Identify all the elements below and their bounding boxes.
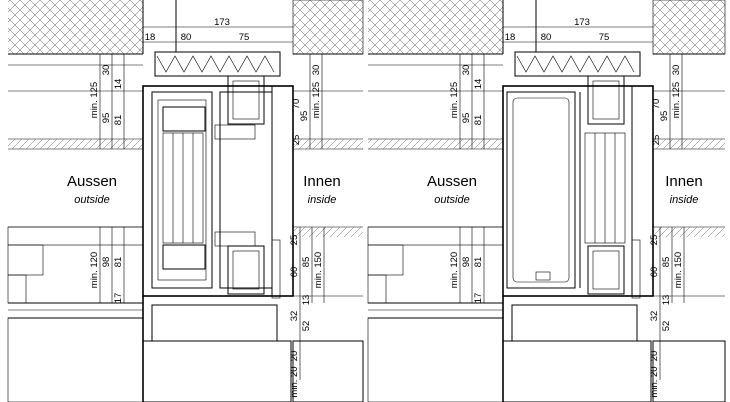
dim-label-bl-98: 98 <box>101 257 112 268</box>
dim-label-left-14: 14 <box>113 79 124 90</box>
dim-label-bl-17: 17 <box>473 293 484 304</box>
dim-label-right-25: 25 <box>651 135 662 146</box>
dim-label-top-18: 18 <box>505 32 516 43</box>
dim-label-left-min125: min. 125 <box>449 82 460 118</box>
dim-label-br-25: 25 <box>289 235 300 246</box>
outside-label: Aussen <box>67 173 117 190</box>
dim-label-br-20: 20 <box>289 351 300 362</box>
top-profile <box>227 75 265 125</box>
inside-label-en: inside <box>308 194 337 206</box>
dim-label-br-min20: min. 20 <box>649 366 660 397</box>
dim-label-left-30: 30 <box>461 65 472 76</box>
dim-label-bl-98: 98 <box>461 257 472 268</box>
foundation <box>142 340 292 402</box>
outside-label-2: Aussen <box>427 173 477 190</box>
window-frame-2 <box>502 85 654 297</box>
dim-label-right-min125: min. 125 <box>311 82 322 118</box>
outside-label-en: outside <box>74 194 109 206</box>
dim-label-left-30: 30 <box>101 65 112 76</box>
outside-floor <box>7 317 144 402</box>
dimension-lines <box>99 26 685 380</box>
inside-label-en-2: inside <box>670 194 699 206</box>
threshold <box>151 304 278 342</box>
dim-label-br-13: 13 <box>661 295 672 306</box>
dim-label-bl-min120: min. 120 <box>89 252 100 288</box>
dim-label-br-min150: min. 150 <box>313 252 324 288</box>
dim-label-left-81: 81 <box>113 115 124 126</box>
outside-label-en-2: outside <box>434 194 469 206</box>
dim-label-br-13: 13 <box>301 295 312 306</box>
dim-label-br-52: 52 <box>301 321 312 332</box>
dim-label-br-85: 85 <box>661 257 672 268</box>
inside-label: Innen <box>303 173 341 190</box>
sash-open <box>506 91 576 289</box>
inside-label-2: Innen <box>665 173 703 190</box>
section-right: Aussen outside Innen inside <box>367 0 726 402</box>
dim-label-br-min150: min. 150 <box>673 252 684 288</box>
dim-label-bl-81: 81 <box>113 257 124 268</box>
dim-label-bl-17: 17 <box>113 293 124 304</box>
dim-label-br-32: 32 <box>289 311 300 322</box>
dim-label-br-85: 85 <box>301 257 312 268</box>
dim-label-left-81: 81 <box>473 115 484 126</box>
dim-label-top-18: 18 <box>145 32 156 43</box>
dim-label-right-70: 70 <box>291 99 302 110</box>
bottom-profile <box>227 245 265 295</box>
dim-label-top-75: 75 <box>239 32 250 43</box>
dim-label-br-32: 32 <box>649 311 660 322</box>
dim-label-right-min125: min. 125 <box>671 82 682 118</box>
dim-label-top-75: 75 <box>599 32 610 43</box>
dim-label-left-14: 14 <box>473 79 484 90</box>
dim-label-top-total: 173 <box>574 17 590 28</box>
dim-label-right-70: 70 <box>651 99 662 110</box>
dim-label-br-25: 25 <box>649 235 660 246</box>
dim-label-br-52: 52 <box>661 321 672 332</box>
dim-label-left-min125: min. 125 <box>89 82 100 118</box>
dim-label-top-80: 80 <box>181 32 192 43</box>
dim-label-bl-81: 81 <box>473 257 484 268</box>
sliding-sash <box>151 91 213 289</box>
window-frame <box>142 85 294 297</box>
dim-label-br-20: 20 <box>649 351 660 362</box>
dim-label-top-80: 80 <box>541 32 552 43</box>
dim-label-right-25: 25 <box>291 135 302 146</box>
dim-label-bl-min120: min. 120 <box>449 252 460 288</box>
dim-label-right-30: 30 <box>311 65 322 76</box>
dim-label-left-95: 95 <box>101 113 112 124</box>
dim-label-br-60: 60 <box>649 267 660 278</box>
dim-label-br-min20: min. 20 <box>289 366 300 397</box>
dim-label-right-95: 95 <box>659 111 670 122</box>
dim-label-br-60: 60 <box>289 267 300 278</box>
dim-label-left-95: 95 <box>461 113 472 124</box>
dim-label-top-total: 173 <box>214 17 230 28</box>
top-insulation <box>154 51 281 77</box>
dim-label-right-30: 30 <box>671 65 682 76</box>
dim-label-right-95: 95 <box>299 111 310 122</box>
